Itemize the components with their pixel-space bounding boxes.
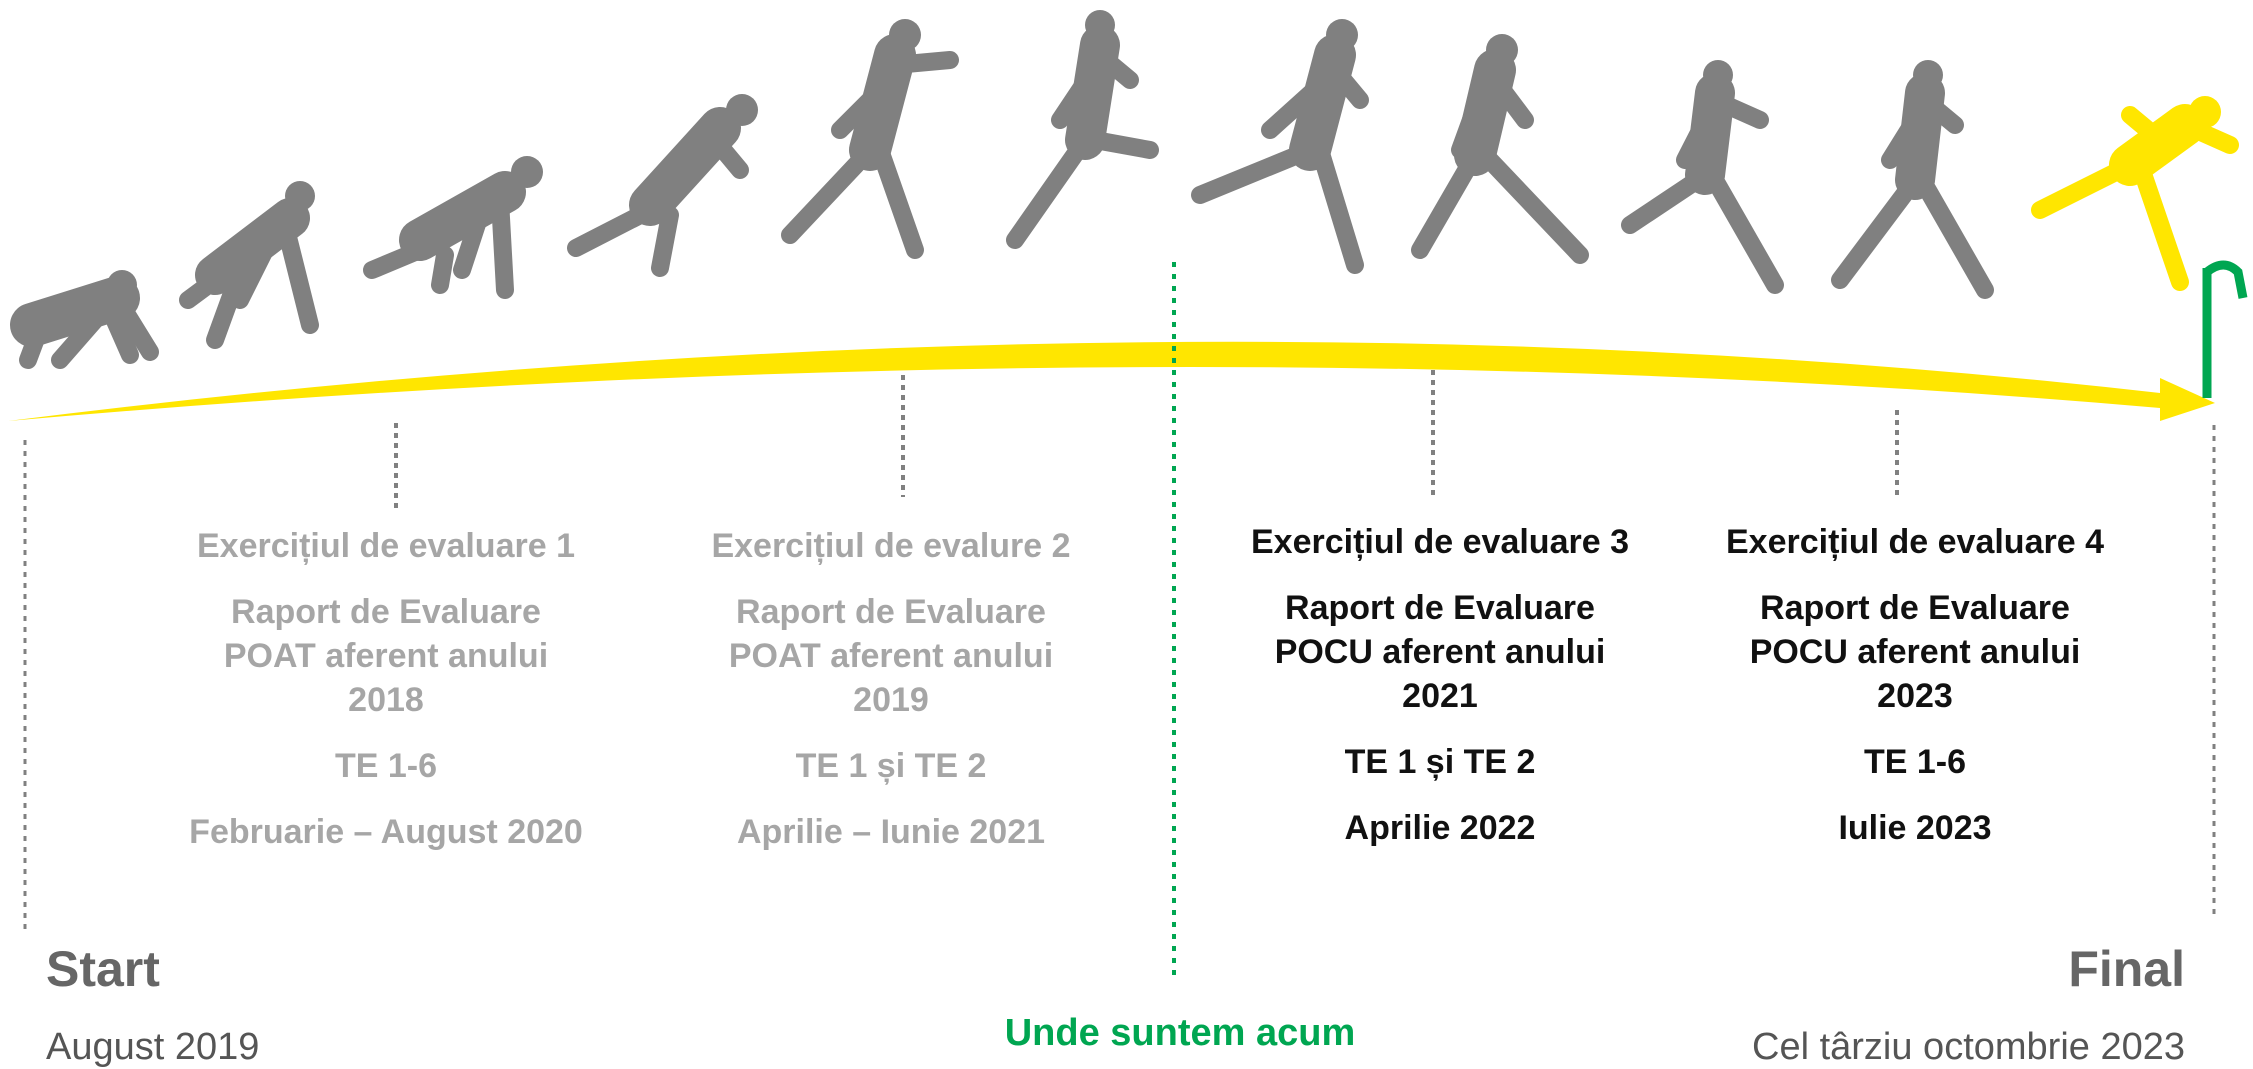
milestone-1-report-line-1: Raport de Evaluare <box>231 593 541 631</box>
finishing-runner-icon <box>2031 96 2239 291</box>
sprinting-runner-icon <box>1831 60 1994 299</box>
milestone-4-report-line-1: Raport de Evaluare <box>1760 589 2070 627</box>
start-date: August 2019 <box>46 1026 260 1068</box>
milestone-1-report-line-3: 2018 <box>348 681 424 719</box>
milestone-1-title: Exercițiul de evaluare 1 <box>197 527 575 565</box>
timeline-arrow <box>8 341 2215 421</box>
sprinting-runner-icon <box>1411 34 1589 264</box>
set-position-runner-icon <box>363 156 543 299</box>
sprinting-runner-icon <box>1621 60 1784 294</box>
final-label: Final <box>2068 941 2185 997</box>
runner-sequence <box>10 10 2239 369</box>
milestone-4-report-line-3: 2023 <box>1877 677 1953 715</box>
milestone-2-report-line-3: 2019 <box>853 681 929 719</box>
milestone-1-scope: TE 1-6 <box>334 747 438 785</box>
milestone-4-period: Iulie 2023 <box>1838 809 1992 847</box>
finish-post <box>2202 260 2248 398</box>
milestone-4-title: Exercițiul de evaluare 4 <box>1726 523 2104 561</box>
sprinting-runner-icon <box>1006 10 1159 249</box>
milestone-4-scope: TE 1-6 <box>1863 743 1967 781</box>
sprinting-runner-icon <box>1191 19 1369 274</box>
milestone-4: Exercițiul de evaluare 4 Raport de Evalu… <box>1690 520 2140 850</box>
sprinting-runner-icon <box>781 19 959 259</box>
milestone-1: Exercițiul de evaluare 1 Raport de Evalu… <box>156 524 616 854</box>
milestone-2-report-line-1: Raport de Evaluare <box>736 593 1046 631</box>
milestone-3-report-line-1: Raport de Evaluare <box>1285 589 1595 627</box>
rising-runner-icon <box>567 94 758 277</box>
milestone-2-title: Exercițiul de evalure 2 <box>711 527 1071 565</box>
milestone-3-period: Aprilie 2022 <box>1344 809 1536 847</box>
crouching-runner-icon <box>10 270 159 369</box>
milestone-3-report-line-2: POCU aferent anului <box>1274 633 1606 671</box>
milestone-2: Exercițiul de evalure 2 Raport de Evalua… <box>666 524 1116 854</box>
milestone-2-report-line-2: POAT aferent anului <box>728 637 1054 675</box>
current-position-label: Unde suntem acum <box>1004 1012 1356 1054</box>
milestone-1-report-line-2: POAT aferent anului <box>223 637 549 675</box>
milestone-1-period: Februarie – August 2020 <box>189 813 583 851</box>
milestone-4-report-line-2: POCU aferent anului <box>1749 633 2081 671</box>
final-date: Cel târziu octombrie 2023 <box>1752 1026 2185 1068</box>
start-label: Start <box>46 941 160 997</box>
milestone-3-report-line-3: 2021 <box>1402 677 1478 715</box>
milestone-2-scope: TE 1 și TE 2 <box>795 747 987 785</box>
milestone-3-title: Exercițiul de evaluare 3 <box>1251 523 1629 561</box>
set-position-runner-icon <box>179 181 319 349</box>
milestone-3-scope: TE 1 și TE 2 <box>1344 743 1536 781</box>
milestone-2-period: Aprilie – Iunie 2021 <box>736 813 1046 851</box>
milestone-3: Exercițiul de evaluare 3 Raport de Evalu… <box>1210 520 1670 850</box>
